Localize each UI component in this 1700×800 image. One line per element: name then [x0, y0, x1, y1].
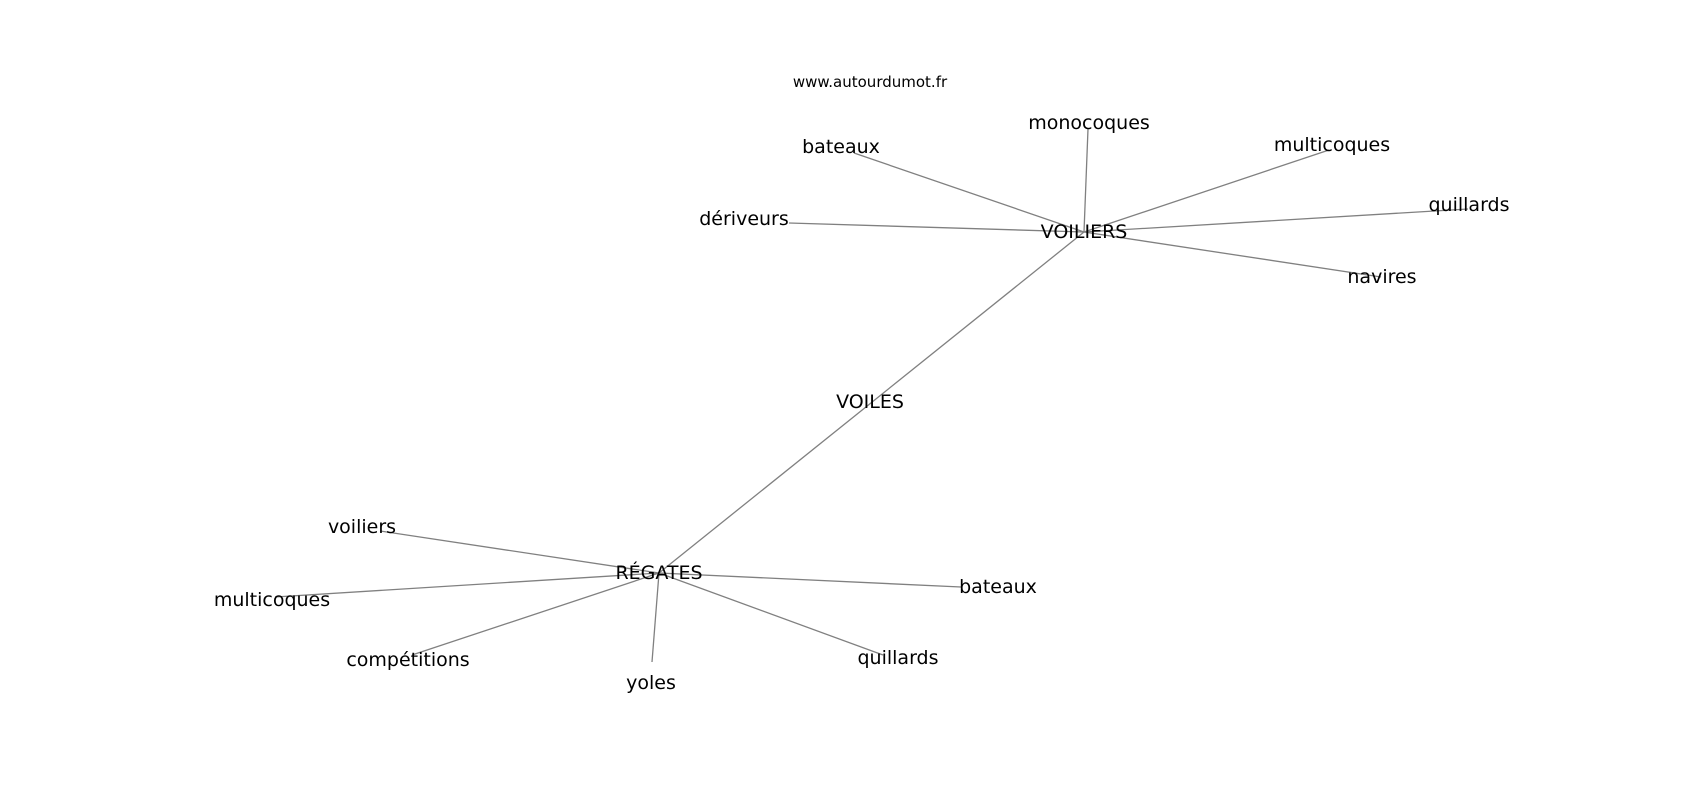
edge-voiliers_hub-v_navires [1083, 231, 1382, 278]
edges-layer [274, 128, 1469, 663]
node-r-multicoques[interactable]: multicoques [214, 589, 330, 611]
edge-voiliers_hub-regates_hub [658, 231, 1085, 574]
node-voiliers-hub[interactable]: VOILIERS [1041, 221, 1128, 243]
node-regates-hub[interactable]: RÉGATES [615, 561, 702, 584]
node-v-monocoques[interactable]: monocoques [1028, 112, 1150, 134]
node-r-voiliers[interactable]: voiliers [328, 516, 396, 538]
edge-regates_hub-r_multicoques [274, 572, 660, 598]
edge-voiliers_hub-v_bateaux [853, 152, 1085, 233]
edge-regates_hub-r_yoles [651, 572, 660, 663]
node-v-bateaux[interactable]: bateaux [802, 136, 880, 158]
node-r-quillards[interactable]: quillards [857, 647, 938, 669]
edge-regates_hub-r_quillards [658, 572, 884, 656]
node-voiles[interactable]: VOILES [836, 391, 904, 413]
node-r-bateaux[interactable]: bateaux [959, 576, 1037, 598]
node-v-multicoques[interactable]: multicoques [1274, 134, 1390, 156]
nodes-layer: VOILES VOILIERS RÉGATES bateaux monocoques mu… [214, 112, 1510, 694]
node-v-deriveurs[interactable]: dériveurs [699, 208, 789, 230]
watermark-text: www.autourdumot.fr [793, 73, 948, 91]
edge-regates_hub-r_competitions [411, 572, 660, 656]
node-r-competitions[interactable]: compétitions [346, 649, 469, 671]
edge-regates_hub-r_bateaux [658, 572, 962, 588]
edge-voiliers_hub-v_monocoques [1083, 128, 1089, 233]
edge-voiliers_hub-v_quillards [1083, 208, 1469, 233]
node-r-yoles[interactable]: yoles [626, 672, 676, 694]
node-v-quillards[interactable]: quillards [1428, 194, 1509, 216]
edge-voiliers_hub-v_deriveurs [788, 222, 1085, 233]
edge-voiliers_hub-v_multicoques [1083, 149, 1330, 233]
node-v-navires[interactable]: navires [1347, 266, 1416, 288]
edge-regates_hub-r_voiliers [379, 530, 660, 574]
